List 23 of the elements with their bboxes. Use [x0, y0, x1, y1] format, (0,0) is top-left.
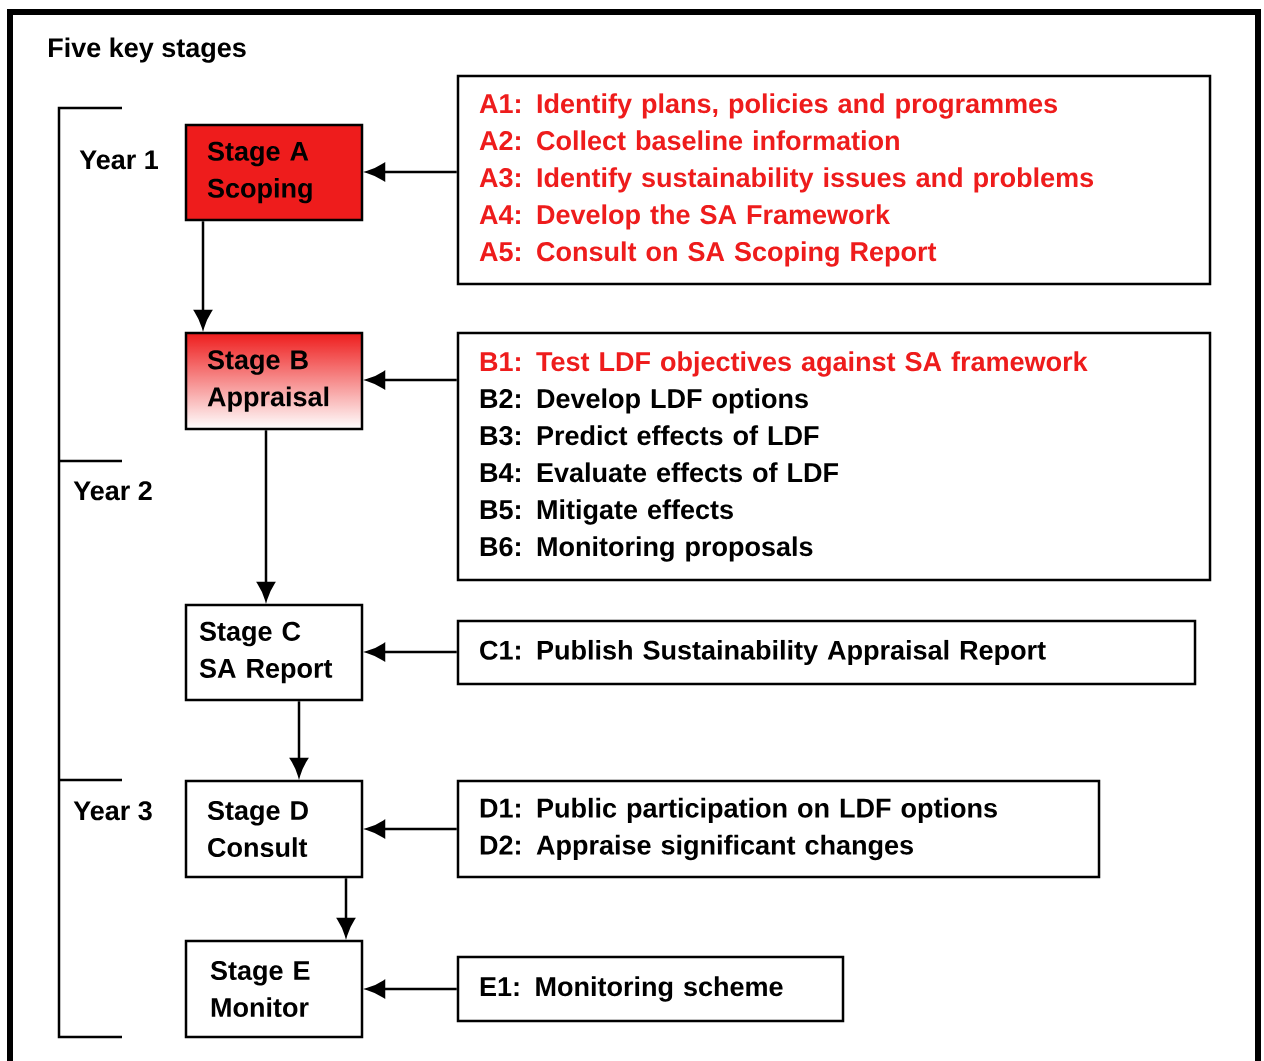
- task-list-box: E1: Monitoring scheme: [456, 955, 845, 1023]
- task-list-box: B1: Test LDF objectives against SA framework B2: Develop LDF options B3: Predict effects of LDF B4: Evaluate effects of LDF B5: Mitigate effects B6: Monitoring proposals: [456, 331, 1212, 582]
- arrow: [290, 701, 308, 777]
- arrow: [366, 371, 457, 389]
- task-list-box: A1: Identify plans, policies and programmes A2: Collect baseline information A3: Identify sustainability issues and problems A4: Develop the SA Framework A5: Consult on SA Scoping Report: [456, 74, 1212, 286]
- task-list-box: D1: Public participation on LDF options D2: Appraise significant changes: [456, 779, 1101, 879]
- year-label: Year 1: [79, 150, 158, 170]
- stage-box: Stage D Consult: [184, 779, 364, 879]
- arrow: [194, 221, 212, 329]
- arrow: [366, 643, 457, 661]
- arrow: [366, 820, 457, 838]
- arrow: [257, 430, 275, 601]
- year-label: Year 2: [73, 481, 152, 501]
- stage-box: Stage E Monitor: [184, 939, 364, 1039]
- arrow: [337, 878, 355, 937]
- title: Five key stages: [49, 37, 246, 63]
- stage-box: Stage B Appraisal: [184, 331, 364, 431]
- year-label: Year 3: [73, 801, 152, 821]
- arrow: [366, 980, 457, 998]
- stage-box: Stage A Scoping: [184, 123, 364, 222]
- arrow: [366, 163, 457, 181]
- stage-box: Stage C SA Report: [184, 603, 364, 702]
- task-list-box: C1: Publish Sustainability Appraisal Report: [456, 619, 1197, 686]
